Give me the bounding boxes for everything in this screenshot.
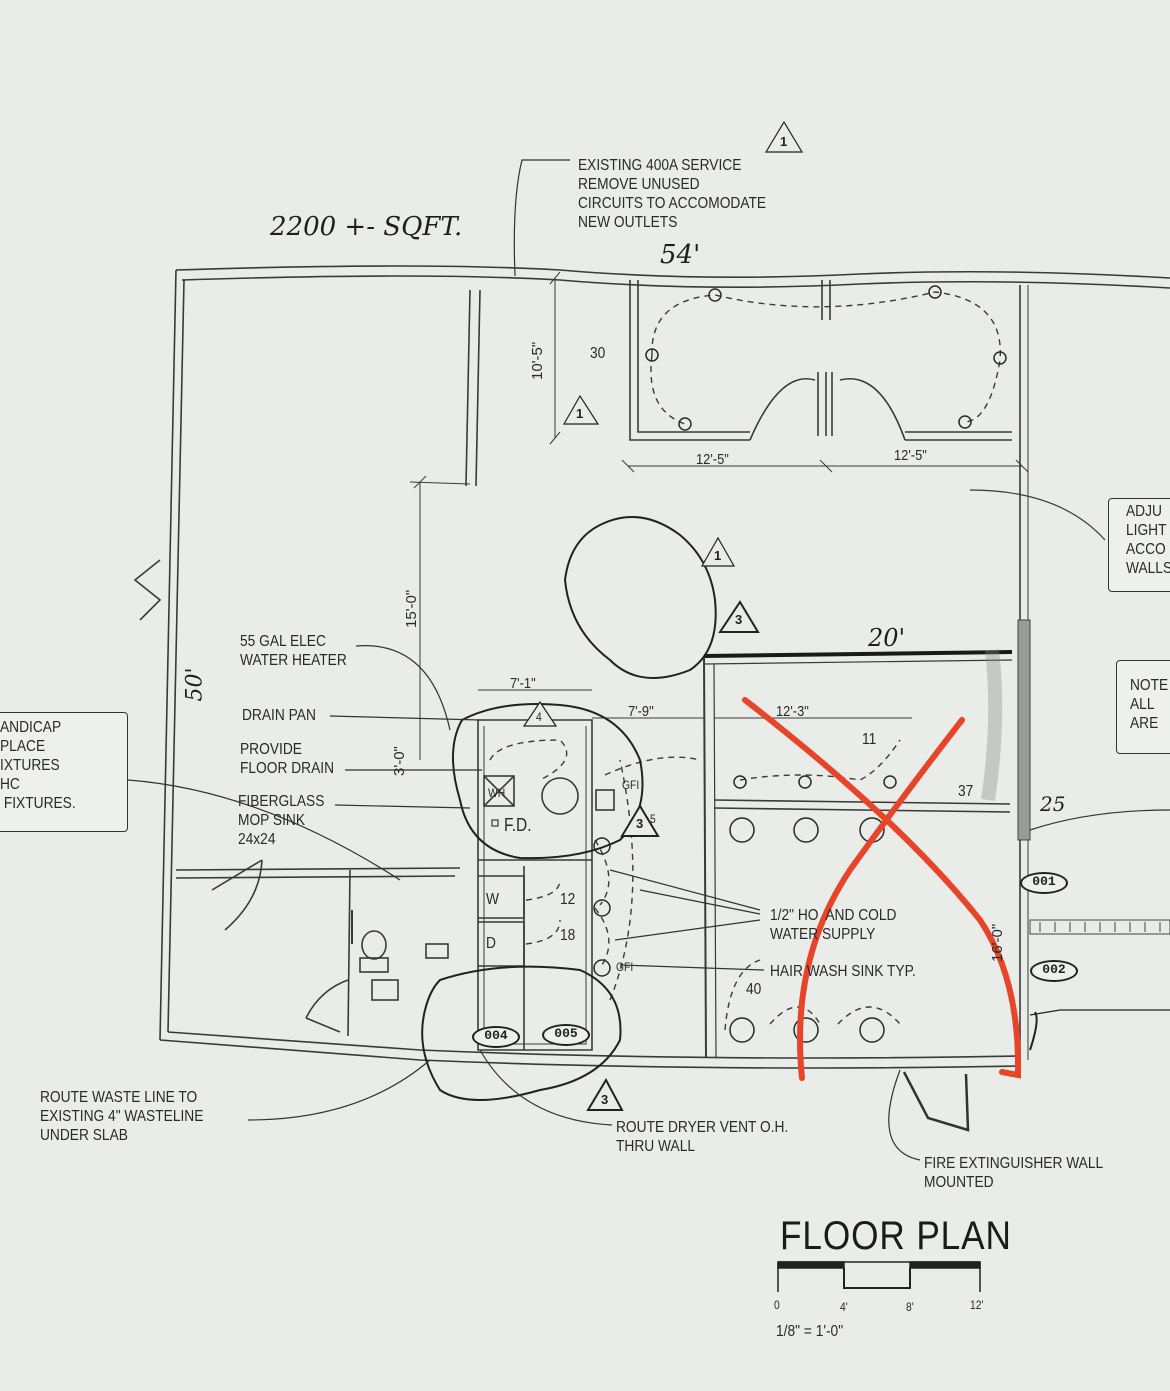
- waste-line-note: ROUTE WASTE LINE TO EXISTING 4" WASTELIN…: [40, 1089, 204, 1144]
- scale-tick-0: 0: [774, 1298, 780, 1312]
- dryer-vent-note: ROUTE DRYER VENT O.H. THRU WALL: [616, 1119, 789, 1155]
- red-x-stroke-2: [797, 717, 965, 1081]
- circuit-40: 40: [746, 981, 762, 998]
- revision-3-marker-gfi: 3: [636, 816, 644, 831]
- extinguisher-note: FIRE EXTINGUISHER WALL MOUNTED: [924, 1155, 1104, 1191]
- salon-width-annotation: 20': [868, 624, 906, 652]
- circuit-12: 12: [560, 891, 576, 908]
- revision-1-marker-left: 1: [576, 406, 584, 421]
- scale-tick-4: 4': [840, 1300, 848, 1314]
- dryer-label: D: [486, 935, 496, 952]
- circuit-4: 4: [536, 710, 542, 724]
- width-annotation: 54': [660, 240, 701, 270]
- circuit-30: 30: [590, 345, 606, 362]
- left-wall-inner: [167, 279, 185, 1033]
- adjust-note-box: [1108, 498, 1170, 592]
- dimension-10-5: 10'-5": [529, 341, 546, 380]
- circuit-18: 18: [560, 927, 576, 944]
- mop-sink-note: FIBERGLASS MOP SINK 24x24: [238, 793, 325, 848]
- adjust-note: ADJU LIGHT ACCO WALLS: [1126, 503, 1170, 577]
- gfi-bottom-label: GFI: [616, 960, 634, 974]
- water-heater-label: WH: [488, 786, 506, 800]
- water-supply-note: 1/2" HO AND COLD WATER SUPPLY: [770, 907, 897, 943]
- handicap-note-box: [0, 712, 128, 832]
- area-annotation: 2200 +- SQFT.: [270, 212, 463, 242]
- floor-drain-label: F.D.: [504, 815, 532, 835]
- circuit-11: 11: [862, 731, 877, 748]
- dimension-15-0: 15'-0": [403, 589, 420, 628]
- hair-wash-note: HAIR WASH SINK TYP.: [770, 963, 916, 980]
- dimension-7-1: 7'-1": [510, 675, 536, 692]
- dimension-12-5-left: 12'-5": [696, 451, 729, 468]
- dimension-3-0: 3'-0": [391, 746, 408, 776]
- dimension-12-3: 12'-3": [776, 703, 809, 720]
- handicap-note: ANDICAP PLACE IXTURES HC FIXTURES.: [0, 719, 76, 812]
- scale-text: 1/8" = 1'-0": [776, 1323, 844, 1340]
- floor-drain-note: PROVIDE FLOOR DRAIN: [240, 741, 335, 777]
- gfi-top-label: GFI: [622, 778, 640, 792]
- top-wall-inner: [181, 275, 1170, 289]
- revision-3-marker-salon: 3: [735, 612, 743, 627]
- drain-pan-note: DRAIN PAN: [242, 707, 316, 724]
- general-note: NOTE ALL ARE: [1130, 677, 1169, 732]
- revision-1-marker-top: 1: [780, 134, 788, 149]
- dimension-12-5-right: 12'-5": [894, 447, 927, 464]
- room-tag-002: 002: [1030, 960, 1078, 982]
- top-wall: [175, 265, 1170, 279]
- circuit-5: 5: [650, 812, 656, 826]
- circuit-37: 37: [958, 783, 974, 800]
- room-tag-001: 001: [1020, 872, 1068, 894]
- left-wall: [159, 269, 177, 1041]
- general-note-box: [1116, 660, 1170, 754]
- water-heater-note: 55 GAL ELEC WATER HEATER: [240, 633, 347, 669]
- room-tag-004: 004: [472, 1026, 520, 1048]
- bottom-wall: [159, 1039, 1021, 1069]
- drawing-title: FLOOR PLAN: [780, 1214, 1012, 1258]
- dimension-16-0: 16'-0": [989, 923, 1006, 962]
- room-tag-005: 005: [542, 1024, 590, 1046]
- red-x-stroke-1: [742, 697, 1022, 1079]
- bottom-wall-inner: [167, 1031, 1021, 1059]
- scale-tick-12: 12': [970, 1298, 984, 1312]
- service-note: EXISTING 400A SERVICE REMOVE UNUSED CIRC…: [578, 157, 767, 231]
- revision-3-marker-dryer: 3: [601, 1092, 609, 1107]
- depth-annotation: 50': [182, 667, 208, 702]
- dim-25-annotation: 25: [1040, 792, 1066, 816]
- washer-label: W: [486, 891, 499, 908]
- revision-1-marker-center: 1: [714, 548, 722, 563]
- dimension-7-9: 7'-9": [628, 703, 654, 720]
- scale-tick-8: 8': [906, 1300, 914, 1314]
